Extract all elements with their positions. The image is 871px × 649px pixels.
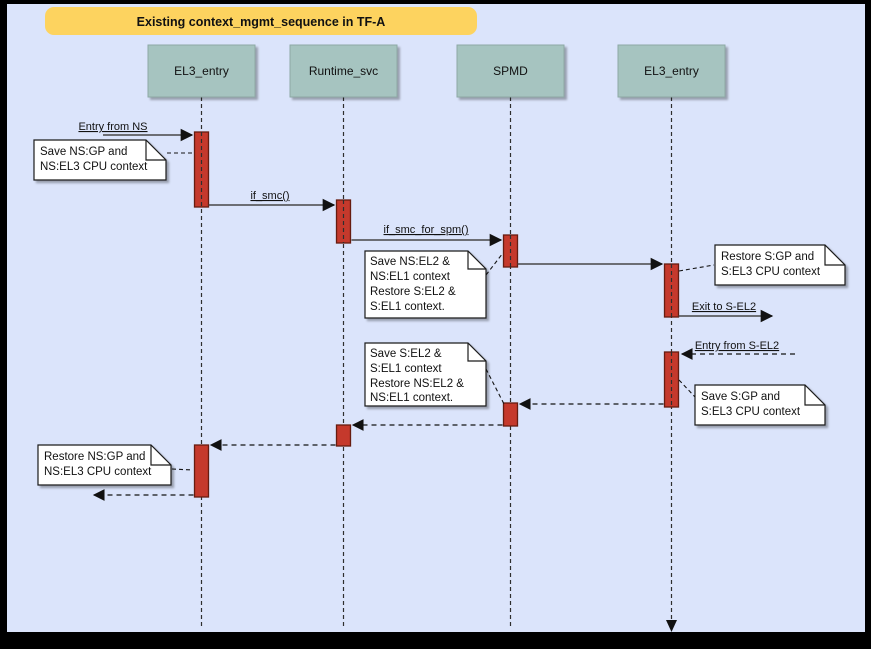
note-body [714, 244, 846, 286]
actor-box-spmd [456, 44, 565, 98]
note-line: S:EL1 context. [370, 301, 445, 313]
note-fold-icon [804, 385, 825, 406]
note-line: NS:EL3 CPU context [44, 466, 152, 478]
activation-el3-entry-1-b [193, 444, 210, 498]
note-line: S:EL3 CPU context [701, 406, 801, 418]
note-body [37, 444, 172, 486]
note-restore-ns-gp: Restore NS:GP and NS:EL3 CPU context [37, 444, 194, 486]
lifeline-end-arrow-icon [666, 620, 677, 632]
note-connector [485, 252, 504, 276]
message-if-smc-label: if_smc() [250, 190, 289, 202]
note-line: S:EL1 context [370, 363, 442, 375]
note-body [364, 250, 487, 319]
note-fold-icon [150, 445, 171, 466]
actor-label-runtime-svc: Runtime_svc [309, 64, 378, 78]
note-connector [678, 264, 715, 272]
note-line: Save NS:GP and [40, 146, 127, 158]
diagram-title: Existing context_mgmt_sequence in TF-A [137, 15, 386, 29]
message-entry-from-ns-label: Entry from NS [78, 121, 147, 133]
note-line: Save S:EL2 & [370, 348, 442, 360]
note-line: Save S:GP and [701, 391, 780, 403]
note-line: NS:EL1 context. [370, 392, 453, 404]
note-line: Restore S:EL2 & [370, 286, 456, 298]
note-line: Save NS:EL2 & [370, 256, 450, 268]
message-if-smc-for-spm-label: if_smc_for_spm() [384, 224, 469, 236]
note-fold-icon [467, 343, 486, 362]
message-entry-from-s-el2-label: Entry from S-EL2 [695, 340, 779, 352]
actor-box-runtime-svc [289, 44, 398, 98]
note-line: Restore NS:GP and [44, 451, 145, 463]
title-box [45, 7, 477, 35]
actor-headers [147, 44, 726, 98]
note-line: S:EL3 CPU context [721, 266, 821, 278]
note-body [33, 139, 167, 181]
note-line: NS:EL1 context [370, 271, 451, 283]
actor-labels: EL3_entry Runtime_svc SPMD EL3_entry [174, 64, 699, 78]
lifeline-overlays [200, 132, 673, 407]
messages: Entry from NS if_smc() if_smc_for_spm() … [78, 121, 795, 501]
note-save-ns-el2: Save NS:EL2 & NS:EL1 context Restore S:E… [364, 250, 504, 319]
note-line: NS:EL3 CPU context [40, 161, 148, 173]
note-line: Restore S:GP and [721, 251, 814, 263]
note-fold-icon [145, 140, 166, 161]
activation-runtime-svc-b [335, 424, 352, 447]
notes: Save NS:GP and NS:EL3 CPU context Save N… [33, 139, 846, 486]
note-connector [171, 468, 194, 471]
title-banner: Existing context_mgmt_sequence in TF-A [45, 7, 477, 35]
note-fold-icon [467, 251, 486, 270]
note-save-s-gp: Save S:GP and S:EL3 CPU context [678, 379, 826, 426]
note-fold-icon [824, 245, 845, 266]
note-save-ns-gp: Save NS:GP and NS:EL3 CPU context [33, 139, 193, 181]
actor-label-el3-entry-1: EL3_entry [174, 64, 229, 78]
note-body [694, 384, 826, 426]
note-restore-s-gp: Restore S:GP and S:EL3 CPU context [678, 244, 846, 286]
actor-box-el3-entry-2 [617, 44, 726, 98]
activation-spmd-b [502, 402, 519, 427]
note-body [364, 342, 487, 407]
actor-label-el3-entry-2: EL3_entry [644, 64, 699, 78]
note-line: Restore NS:EL2 & [370, 378, 464, 390]
actor-label-spmd: SPMD [493, 64, 528, 78]
note-save-s-el2: Save S:EL2 & S:EL1 context Restore NS:EL… [364, 342, 505, 407]
actor-box-el3-entry-1 [147, 44, 256, 98]
message-exit-to-s-el2-label: Exit to S-EL2 [692, 301, 756, 313]
